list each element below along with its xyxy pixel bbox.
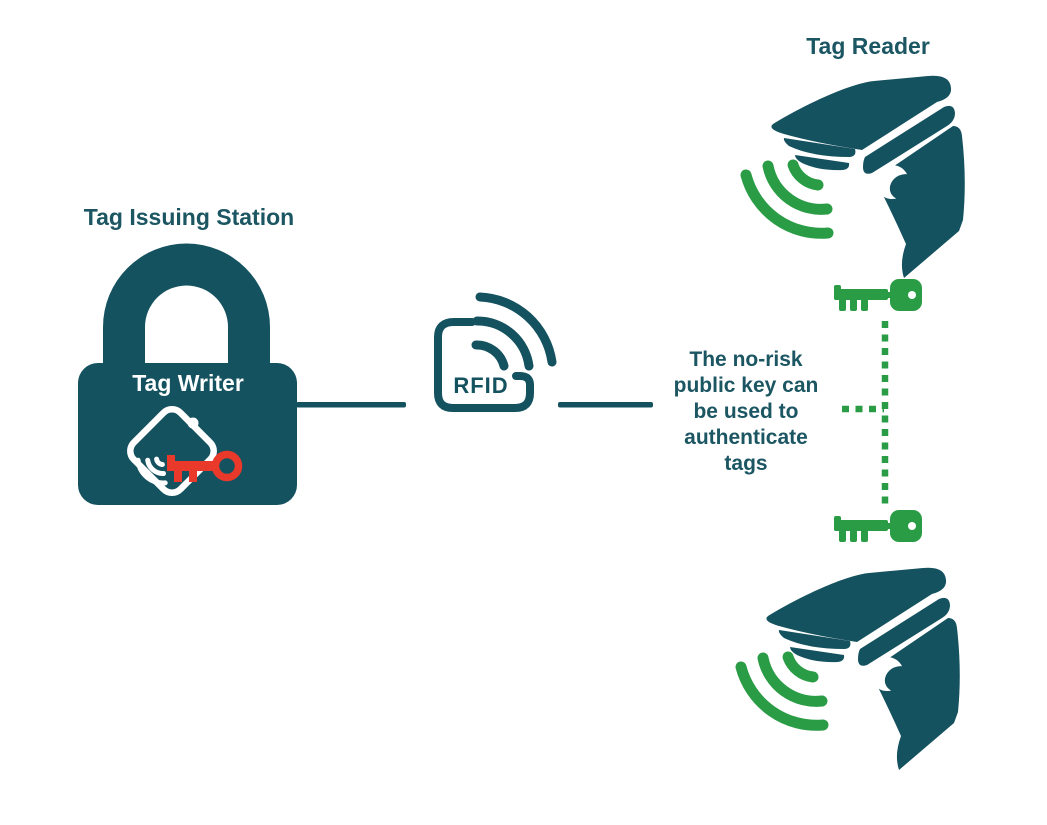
barcode-scanner-icon-bottom bbox=[741, 568, 960, 770]
green-key-icon-top bbox=[834, 279, 922, 311]
red-key-icon bbox=[167, 450, 243, 482]
callout-text: The no-risk public key can be used to au… bbox=[646, 347, 846, 477]
green-key-icon-bottom bbox=[834, 510, 922, 542]
tag-reader-title: Tag Reader bbox=[806, 33, 930, 59]
rfid-signal-icon bbox=[434, 292, 557, 412]
connector-line-left bbox=[296, 402, 406, 408]
callout-line: public key can bbox=[673, 374, 819, 397]
padlock-icon bbox=[78, 243, 297, 505]
connector-line-right bbox=[558, 402, 653, 408]
callout-line: be used to bbox=[693, 400, 799, 423]
callout-line: authenticate bbox=[684, 426, 808, 449]
tag-waves-icon bbox=[135, 456, 168, 486]
issuing-station-title: Tag Issuing Station bbox=[83, 204, 295, 230]
callout-line: The no-risk bbox=[689, 348, 803, 371]
callout-line: tags bbox=[724, 452, 768, 475]
rfid-label: RFID bbox=[453, 373, 509, 398]
dotted-connector bbox=[842, 321, 889, 507]
tag-writer-label: Tag Writer bbox=[132, 370, 244, 396]
barcode-scanner-icon-top bbox=[746, 76, 965, 278]
